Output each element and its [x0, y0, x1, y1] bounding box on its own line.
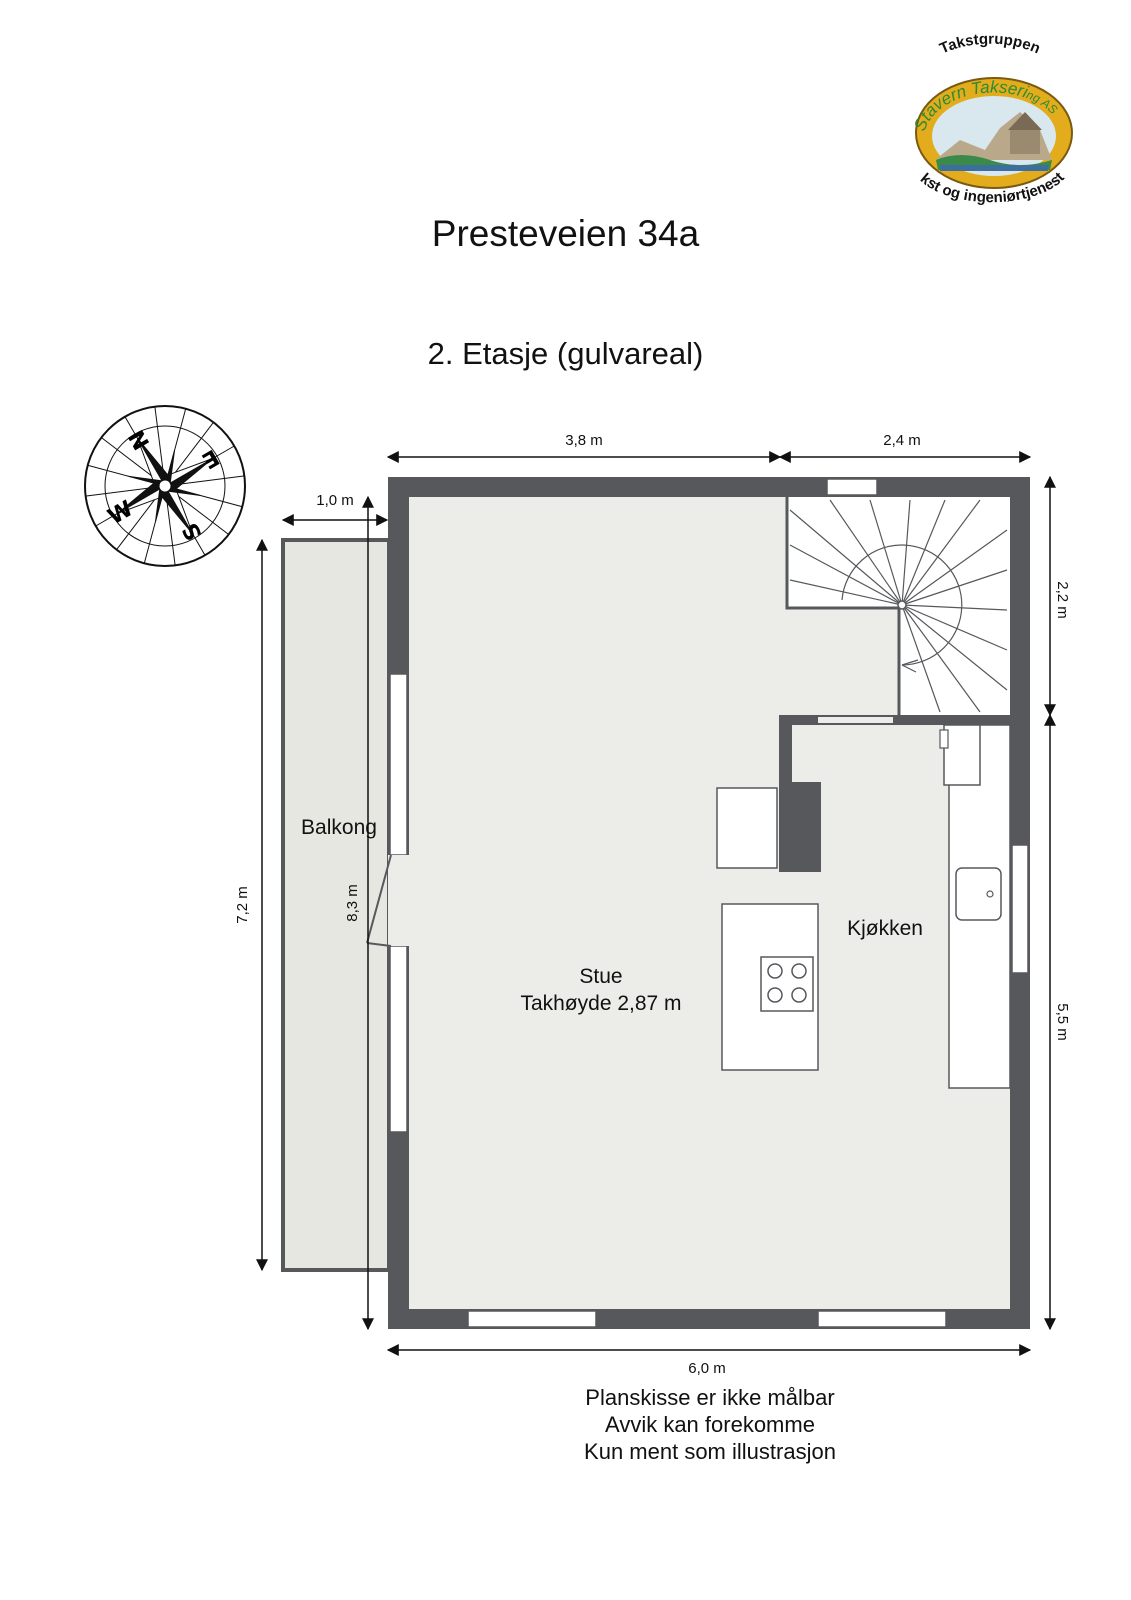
dim-top-left: 3,8 m [565, 432, 603, 449]
disclaimer-line-2: Avvik kan forekomme [605, 1412, 815, 1437]
dim-right-lower: 5,5 m [1054, 1003, 1071, 1041]
balcony-door-opening [388, 855, 409, 946]
disclaimer: Planskisse er ikke målbar Avvik kan fore… [520, 1384, 900, 1465]
dim-bottom: 6,0 m [688, 1360, 726, 1377]
logo-top-text: Takstgruppen [937, 31, 1042, 58]
sink [955, 867, 1002, 921]
floor-label: 2. Etasje (gulvareal) [427, 336, 704, 371]
compass-rose: W N E S [84, 405, 246, 567]
dim-balcony-length: 7,2 m [234, 886, 251, 924]
dim-right-upper: 2,2 m [1054, 581, 1071, 619]
dim-wall-length: 8,3 m [344, 884, 361, 922]
company-logo: Takstgruppen Stavern Taksering AS Takst … [0, 0, 1073, 206]
kitchen-counter [939, 724, 1011, 1089]
kitchen-partitions [716, 715, 1010, 872]
disclaimer-line-1: Planskisse er ikke målbar [585, 1385, 835, 1410]
dimension-lines [256, 451, 1056, 1356]
cooktop [760, 956, 814, 1012]
room-living-label: Stue [579, 965, 622, 988]
room-living-height: Takhøyde 2,87 m [520, 992, 681, 1015]
page-title: Presteveien 34a [431, 213, 700, 254]
balcony-floor [281, 538, 391, 1272]
room-kitchen-label: Kjøkken [847, 917, 923, 940]
disclaimer-line-3: Kun ment som illustrasjon [584, 1439, 836, 1464]
room-balcony-label: Balkong [301, 816, 377, 839]
windows [389, 478, 1029, 1328]
logo-bottom-text: Takst og ingeniørtjenester [0, 0, 1068, 206]
dim-top-right: 2,4 m [883, 432, 921, 449]
dim-balcony-width: 1,0 m [316, 492, 354, 509]
fridge [716, 787, 778, 869]
staircase [785, 497, 1010, 715]
kitchen-island [721, 903, 819, 1071]
